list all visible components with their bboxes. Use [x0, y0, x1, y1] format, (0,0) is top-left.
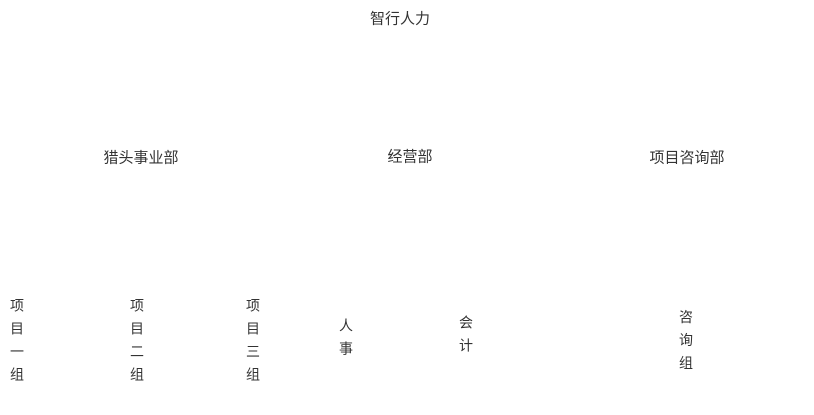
org-node-dept-headhunting[interactable]: 猎头事业部	[103, 149, 179, 167]
org-node-group-accounting[interactable]: 会计	[458, 315, 474, 361]
org-node-group-hr[interactable]: 人事	[338, 318, 354, 364]
org-node-dept-operations[interactable]: 经营部	[387, 148, 433, 166]
org-node-group-project-3[interactable]: 项目三组	[245, 298, 261, 390]
org-node-group-project-2[interactable]: 项目二组	[129, 298, 145, 390]
org-node-group-project-1[interactable]: 项目一组	[9, 298, 25, 390]
org-node-group-consulting[interactable]: 咨询组	[678, 309, 694, 379]
org-node-root[interactable]: 智行人力	[369, 10, 431, 28]
org-node-dept-consulting[interactable]: 项目咨询部	[649, 149, 725, 167]
